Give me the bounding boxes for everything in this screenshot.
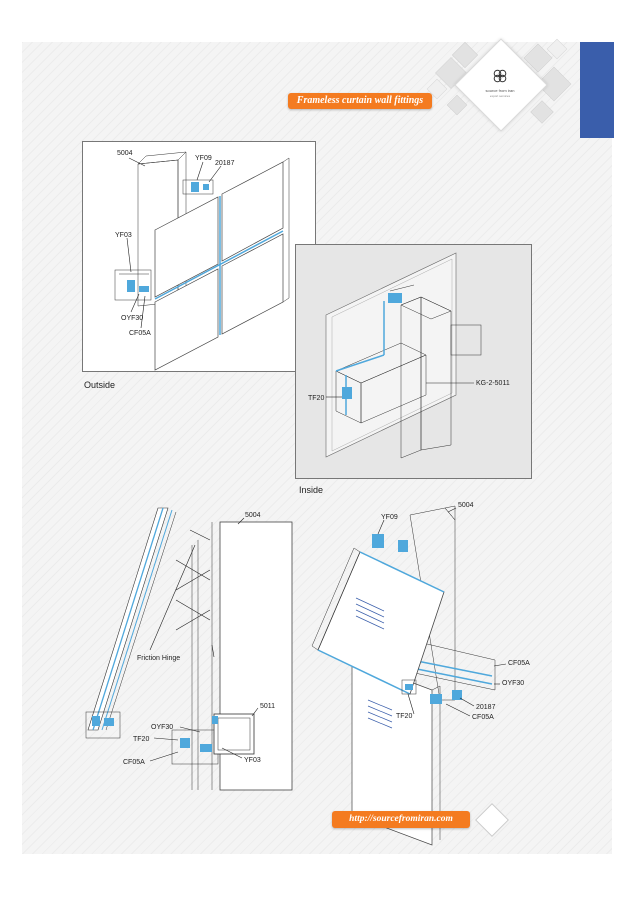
label-cf05a: CF05A <box>508 660 530 667</box>
label-5011: 5011 <box>260 703 275 710</box>
section-title: Frameless curtain wall fittings <box>288 93 432 109</box>
label-yf03: YF03 <box>115 232 132 239</box>
label-oyf30: OYF30 <box>502 680 524 687</box>
caption-outside: Outside <box>84 380 116 390</box>
label-cf05a-lower: CF05A <box>472 714 494 721</box>
website-link[interactable]: http://sourcefromiran.com <box>332 811 470 828</box>
label-kg-2-5011: KG-2-5011 <box>476 380 510 387</box>
logo-text: source from iran <box>485 88 515 93</box>
label-oyf30: OYF30 <box>121 315 143 322</box>
logo-icon <box>493 69 507 83</box>
label-cf05a: CF05A <box>129 330 151 337</box>
label-tf20: TF20 <box>133 736 149 743</box>
label-oyf30: OYF30 <box>151 724 173 731</box>
label-yf03: YF03 <box>244 757 261 764</box>
label-20187: 20187 <box>476 704 496 711</box>
label-5004: 5004 <box>245 512 261 519</box>
figure-inside-drawing: KG-2-5011 TF20 <box>308 252 510 459</box>
figure-inside-frame: KG-2-5011 TF20 <box>295 244 532 479</box>
label-20187: 20187 <box>215 160 235 167</box>
logo-subtext: export services <box>489 94 511 98</box>
label-cf05a: CF05A <box>123 759 145 766</box>
label-5004: 5004 <box>458 502 474 509</box>
figure-outside-drawing: 5004 YF09 20187 YF03 OYF30 CF05A <box>114 150 290 371</box>
figure-outside-frame: 5004 YF09 20187 YF03 OYF30 CF05A <box>82 141 316 372</box>
label-tf20: TF20 <box>396 713 412 720</box>
label-friction-hinge: Friction Hinge <box>137 655 180 662</box>
brand-logo: source from iran export services <box>476 62 524 110</box>
label-tf20: TF20 <box>308 395 324 402</box>
label-yf09: YF09 <box>381 514 398 521</box>
header-decoration <box>426 38 572 124</box>
caption-inside: Inside <box>299 485 324 495</box>
label-5004: 5004 <box>117 150 133 157</box>
brand-color-band <box>580 42 614 138</box>
label-yf09: YF09 <box>195 155 212 162</box>
